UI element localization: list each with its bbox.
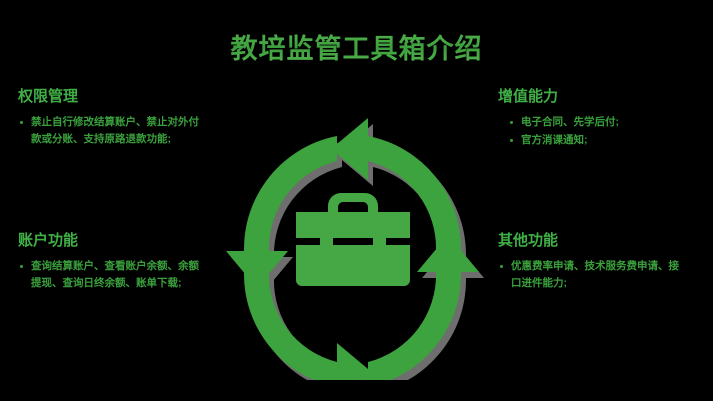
list-item-text: 禁止自行修改结算账户、禁止对外付款或分账、支持原路退款功能; bbox=[31, 115, 199, 145]
section-heading: 权限管理 bbox=[18, 88, 79, 105]
section-permission-management: 权限管理 禁止自行修改结算账户、禁止对外付款或分账、支持原路退款功能; bbox=[18, 88, 208, 149]
section-heading: 增值能力 bbox=[498, 88, 559, 105]
bullet-dot-icon bbox=[20, 120, 23, 124]
section-account-functions: 账户功能 查询结算账户、查看账户余额、余额提现、查询日终余额、账单下载; bbox=[18, 232, 208, 293]
arrow-sw bbox=[243, 272, 374, 380]
bullet-list: 查询结算账户、查看账户余额、余额提现、查询日终余额、账单下载; bbox=[18, 258, 208, 292]
bullet-dot-icon bbox=[510, 120, 513, 124]
bullet-dot-icon bbox=[510, 138, 513, 142]
bullet-dot-icon bbox=[20, 264, 23, 268]
list-item: 电子合同、先学后付; bbox=[508, 114, 688, 131]
list-item-text: 官方消课通知; bbox=[521, 133, 588, 146]
circular-arrows-toolbox-graphic bbox=[218, 112, 488, 380]
page-title: 教培监管工具箱介绍 bbox=[0, 27, 713, 66]
bullet-list: 电子合同、先学后付; 官方消课通知; bbox=[498, 114, 688, 149]
bullet-list: 禁止自行修改结算账户、禁止对外付款或分账、支持原路退款功能; bbox=[18, 114, 208, 148]
list-item-text: 查询结算账户、查看账户余额、余额提现、查询日终余额、账单下载; bbox=[31, 259, 199, 289]
bullet-list: 优惠费率申请、技术服务费申请、接口进件能力; bbox=[498, 258, 688, 292]
list-item: 官方消课通知; bbox=[508, 132, 688, 149]
list-item-text: 电子合同、先学后付; bbox=[521, 115, 619, 128]
arrow-ne bbox=[331, 118, 462, 251]
bullet-dot-icon bbox=[500, 264, 503, 268]
list-item: 查询结算账户、查看账户余额、余额提现、查询日终余额、账单下载; bbox=[18, 258, 208, 292]
list-item: 优惠费率申请、技术服务费申请、接口进件能力; bbox=[498, 258, 688, 292]
arrow-se bbox=[368, 235, 479, 380]
circular-arrows-icon bbox=[226, 118, 479, 380]
toolbox-icon bbox=[296, 193, 410, 286]
section-other-functions: 其他功能 优惠费率申请、技术服务费申请、接口进件能力; bbox=[498, 232, 688, 293]
section-heading: 其他功能 bbox=[498, 232, 559, 249]
list-item-text: 优惠费率申请、技术服务费申请、接口进件能力; bbox=[511, 259, 679, 289]
list-item: 禁止自行修改结算账户、禁止对外付款或分账、支持原路退款功能; bbox=[18, 114, 208, 148]
section-value-added-capability: 增值能力 电子合同、先学后付; 官方消课通知; bbox=[498, 88, 688, 150]
arrow-nw bbox=[226, 136, 337, 288]
section-heading: 账户功能 bbox=[18, 232, 79, 249]
